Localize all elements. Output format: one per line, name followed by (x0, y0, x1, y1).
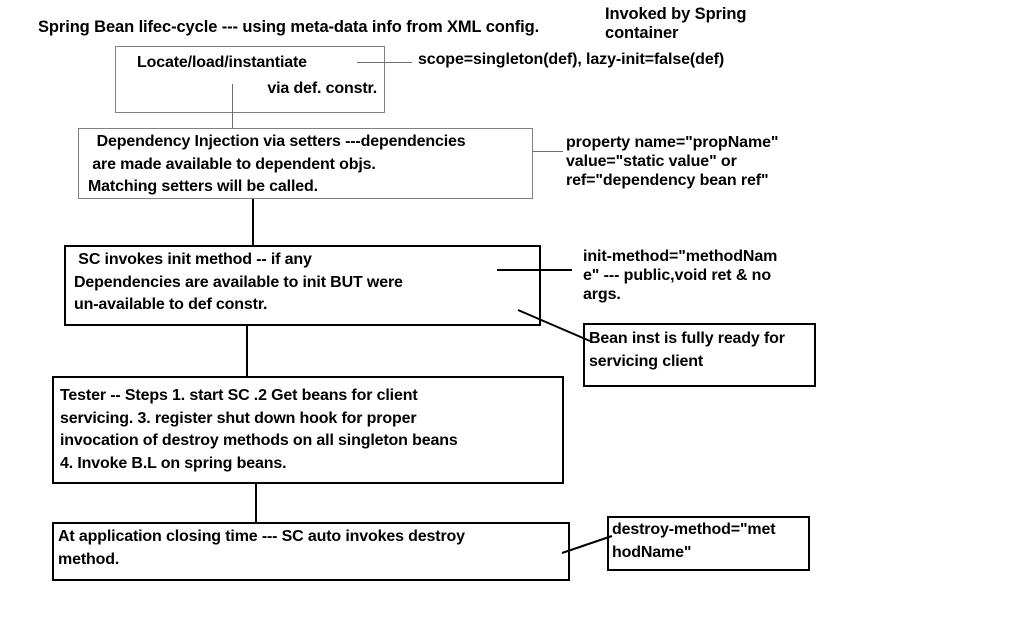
scope-annotation: scope=singleton(def), lazy-init=false(de… (418, 51, 725, 68)
box-init-method (64, 245, 541, 326)
property-annotation: property name="propName" value="static v… (566, 134, 779, 189)
box-dependency-injection-text: Dependency Injection via setters ---depe… (88, 133, 466, 196)
box-locate-load-instantiate-line1: Locate/load/instantiate (137, 54, 307, 71)
box-app-closing-text: At application closing time --- SC auto … (58, 528, 465, 568)
property-connector-line (533, 151, 563, 152)
connector-box1-to-box2 (232, 84, 233, 128)
scope-connector-line (357, 62, 412, 63)
box-tester-steps-text: Tester -- Steps 1. start SC .2 Get beans… (60, 387, 458, 473)
box-locate-load-instantiate-line2: via def. constr. (267, 80, 377, 97)
init-method-connector-line (497, 269, 572, 271)
connector-box4-to-box5 (255, 484, 257, 522)
box-locate-load-instantiate (115, 46, 385, 113)
box-bean-ready-text: Bean inst is fully ready for servicing c… (589, 330, 785, 370)
box-dependency-injection (78, 128, 533, 199)
diagram-title: Spring Bean lifec-cycle --- using meta-d… (38, 18, 540, 36)
init-method-annotation: init-method="methodNam e" --- public,voi… (583, 248, 778, 303)
box-init-method-text: SC invokes init method -- if any Depende… (74, 251, 403, 314)
box-tester-steps (52, 376, 564, 484)
connector-box3-to-box4 (246, 326, 248, 376)
box-bean-ready (583, 323, 816, 387)
connector-box2-to-box3 (252, 199, 254, 246)
box-destroy-method-note-text: destroy-method="met hodName" (612, 521, 776, 561)
box-destroy-method-note (607, 516, 810, 571)
invoked-by-spring-container-note: Invoked by Spring container (605, 5, 747, 43)
